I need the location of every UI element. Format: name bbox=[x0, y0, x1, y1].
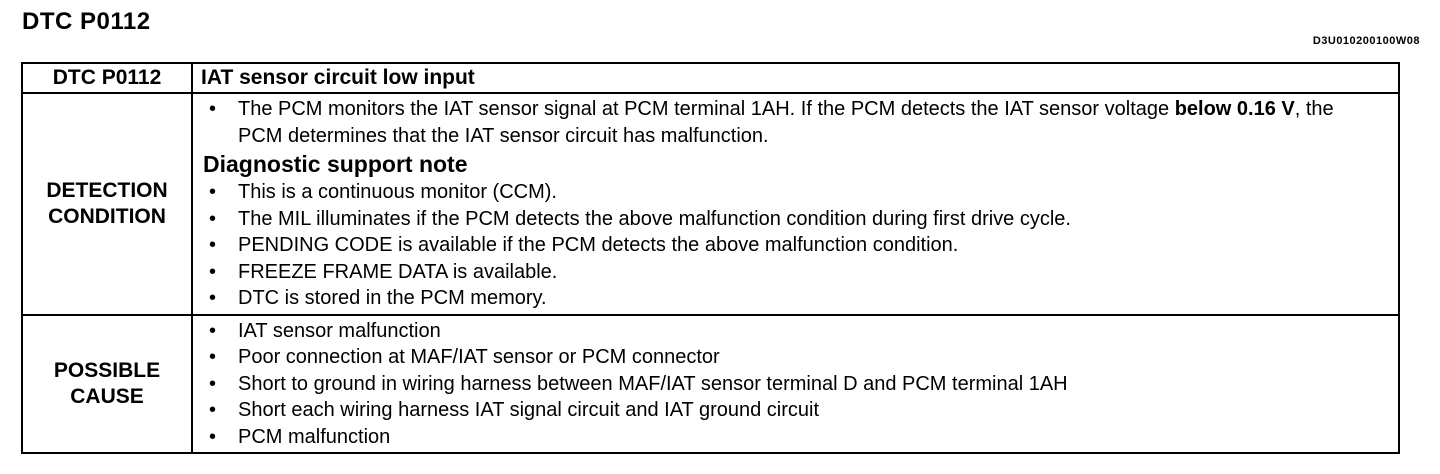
list-item: This is a continuous monitor (CCM). bbox=[193, 179, 1398, 206]
detection-text-b: , the PCM determines that the IAT sensor… bbox=[238, 98, 1334, 147]
detection-label-line2: CONDITION bbox=[48, 204, 166, 228]
possible-cause-content: IAT sensor malfunction Poor connection a… bbox=[191, 313, 1400, 454]
dtc-description-cell: IAT sensor circuit low input bbox=[191, 62, 1400, 94]
list-item: Poor connection at MAF/IAT sensor or PCM… bbox=[193, 344, 1398, 371]
possible-cause-list: IAT sensor malfunction Poor connection a… bbox=[193, 318, 1398, 451]
page-title: DTC P0112 bbox=[22, 8, 151, 35]
list-item: PENDING CODE is available if the PCM det… bbox=[193, 232, 1398, 259]
list-item: IAT sensor malfunction bbox=[193, 318, 1398, 345]
detection-condition-content: The PCM monitors the IAT sensor signal a… bbox=[191, 92, 1400, 316]
detection-condition-row: DETECTION CONDITION The PCM monitors the… bbox=[21, 92, 1400, 316]
possible-cause-label: POSSIBLE CAUSE bbox=[21, 313, 193, 454]
list-item: The MIL illuminates if the PCM detects t… bbox=[193, 206, 1398, 233]
dtc-table: DTC P0112 IAT sensor circuit low input D… bbox=[21, 62, 1400, 454]
list-item: PCM malfunction bbox=[193, 424, 1398, 451]
cause-label-line1: POSSIBLE bbox=[53, 358, 161, 382]
detection-threshold: below 0.16 V bbox=[1174, 98, 1295, 120]
list-item: Short each wiring harness IAT signal cir… bbox=[193, 397, 1398, 424]
table-header-row: DTC P0112 IAT sensor circuit low input bbox=[21, 62, 1400, 94]
detection-main-list: The PCM monitors the IAT sensor signal a… bbox=[193, 96, 1398, 149]
list-item: FREEZE FRAME DATA is available. bbox=[193, 259, 1398, 286]
diagnostic-notes-list: This is a continuous monitor (CCM). The … bbox=[193, 179, 1398, 312]
dtc-code-cell: DTC P0112 bbox=[21, 62, 193, 94]
list-item: DTC is stored in the PCM memory. bbox=[193, 285, 1398, 312]
detection-text-a: The PCM monitors the IAT sensor signal a… bbox=[238, 98, 1175, 120]
possible-cause-row: POSSIBLE CAUSE IAT sensor malfunction Po… bbox=[21, 313, 1400, 454]
detection-main-item: The PCM monitors the IAT sensor signal a… bbox=[193, 96, 1398, 149]
document-code: D3U010200100W08 bbox=[1312, 35, 1420, 47]
detection-label-line1: DETECTION bbox=[46, 178, 168, 202]
detection-condition-label: DETECTION CONDITION bbox=[21, 92, 193, 316]
cause-label-line2: CAUSE bbox=[70, 384, 144, 408]
list-item: Short to ground in wiring harness betwee… bbox=[193, 371, 1398, 398]
diagnostic-support-heading: Diagnostic support note bbox=[203, 151, 468, 177]
